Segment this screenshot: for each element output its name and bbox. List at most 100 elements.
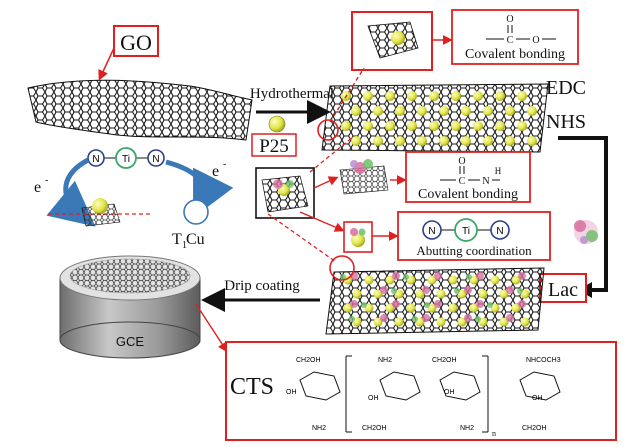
abutting-coordination-box: N Ti N Abutting coordination: [397, 211, 551, 261]
p25-particle: [527, 136, 537, 146]
svg-text:-: -: [223, 159, 226, 170]
lac-enzyme-particle: [487, 302, 493, 308]
lac-enzyme-particle: [392, 272, 400, 280]
lac-enzyme-particle: [392, 300, 400, 308]
lac-enzyme-particle: [380, 314, 388, 322]
p25-particle: [417, 106, 427, 116]
svg-text:H: H: [495, 166, 502, 176]
lac-enzyme-particle: [434, 272, 442, 280]
p25-particle: [385, 275, 395, 285]
cts-structure-box: CTS n CH2OH NH2 CH2OH NHCOCH3 OH OH OH O…: [225, 341, 617, 441]
p25-particle: [385, 121, 395, 131]
edc-label: EDC: [546, 77, 586, 99]
p25-particle: [451, 91, 461, 101]
glucosamine-ring: [519, 371, 561, 401]
p25-particle: [517, 91, 527, 101]
p25-on-go-small: [48, 198, 150, 227]
lac-enzyme-particle: [506, 286, 514, 294]
p25-particle: [495, 121, 505, 131]
p25-particle: [461, 106, 471, 116]
svg-text:1: 1: [182, 240, 187, 251]
glucosamine-ring: [379, 371, 421, 401]
p25-particle: [461, 136, 471, 146]
lac-enzyme-particle: [434, 300, 442, 308]
p25-particle: [343, 303, 353, 313]
svg-text:CTS: CTS: [230, 374, 274, 400]
p25-particle: [363, 121, 373, 131]
p25-particle: [373, 289, 383, 299]
p25-particle: [511, 303, 521, 313]
hydrothermal-arrow: Hydrothermal: [250, 86, 334, 124]
covalent-bonding-box-2: O C N H Covalent bonding: [405, 151, 531, 203]
lac-enzyme-particle: [380, 286, 388, 294]
p25-particle: [395, 136, 405, 146]
svg-text:Cu: Cu: [186, 231, 205, 248]
svg-text:N: N: [152, 154, 159, 165]
svg-text:NHCOCH3: NHCOCH3: [526, 357, 561, 364]
lac-enzyme-particle: [340, 274, 346, 280]
lac-enzyme-particle: [349, 316, 355, 322]
svg-text:OH: OH: [444, 389, 455, 396]
svg-text:N: N: [428, 226, 435, 237]
svg-text:Covalent bonding: Covalent bonding: [418, 187, 518, 202]
p25-particle: [511, 275, 521, 285]
svg-text:n: n: [492, 429, 496, 438]
p25-particle: [473, 121, 483, 131]
svg-text:Ti: Ti: [462, 226, 470, 237]
p25-particle: [478, 289, 488, 299]
go-p25-lac-sheet: [325, 255, 545, 335]
svg-text:OH: OH: [286, 389, 297, 396]
svg-text:e: e: [34, 179, 41, 196]
svg-text:NH2: NH2: [312, 425, 326, 432]
svg-text:CH2OH: CH2OH: [432, 357, 457, 364]
p25-particle: [499, 289, 509, 299]
p25-particle: [385, 91, 395, 101]
p25-particle: [427, 275, 437, 285]
lac-enzyme-particle: [466, 274, 472, 280]
p25-particle: [436, 317, 446, 327]
p25-particle: [363, 91, 373, 101]
svg-text:T: T: [172, 231, 182, 248]
svg-text:CH2OH: CH2OH: [362, 425, 387, 432]
p25-particle: [527, 106, 537, 116]
svg-text:GO: GO: [120, 30, 152, 55]
p25-particle: [429, 91, 439, 101]
lac-enzyme-particle: [350, 300, 358, 308]
lac-enzyme-particle: [518, 272, 526, 280]
p25-particle: [448, 303, 458, 313]
lac-enzyme-particle: [517, 288, 523, 294]
svg-text:Hydrothermal: Hydrothermal: [250, 86, 334, 102]
p25-particle: [517, 121, 527, 131]
p25-particle: [429, 121, 439, 131]
drip-coating-arrow: Drip coating: [201, 278, 320, 312]
lac-enzyme-particle: [403, 274, 409, 280]
p25-particle: [495, 91, 505, 101]
p25-particle: [364, 275, 374, 285]
p25-particle: [483, 136, 493, 146]
svg-text:C: C: [507, 35, 514, 46]
svg-text:O: O: [458, 156, 465, 167]
ion-indicator-left: N Ti N: [87, 147, 165, 169]
cts-pointer: [195, 303, 228, 353]
svg-text:Drip coating: Drip coating: [224, 278, 300, 294]
p25-particle: [373, 317, 383, 327]
p25-particle: [457, 317, 467, 327]
lac-enzyme-particle: [475, 316, 481, 322]
p25-particle: [407, 121, 417, 131]
p25-particle: [473, 91, 483, 101]
svg-text:N: N: [92, 154, 99, 165]
lac-enzyme-particle: [506, 314, 514, 322]
svg-text:Abutting coordination: Abutting coordination: [416, 243, 532, 258]
p25-particle: [469, 303, 479, 313]
svg-text:O: O: [506, 14, 513, 25]
p25-particle: [394, 317, 404, 327]
t1-cu-label: T 1 Cu: [172, 199, 209, 251]
lac-enzyme-particle: [422, 286, 430, 294]
lac-enzyme-particle: [454, 288, 460, 294]
svg-text:e: e: [212, 163, 219, 180]
svg-text:CH2OH: CH2OH: [522, 425, 547, 432]
electron-transfer-left: e -: [34, 157, 96, 227]
svg-text:GCE: GCE: [116, 334, 145, 349]
svg-text:O: O: [532, 35, 539, 46]
